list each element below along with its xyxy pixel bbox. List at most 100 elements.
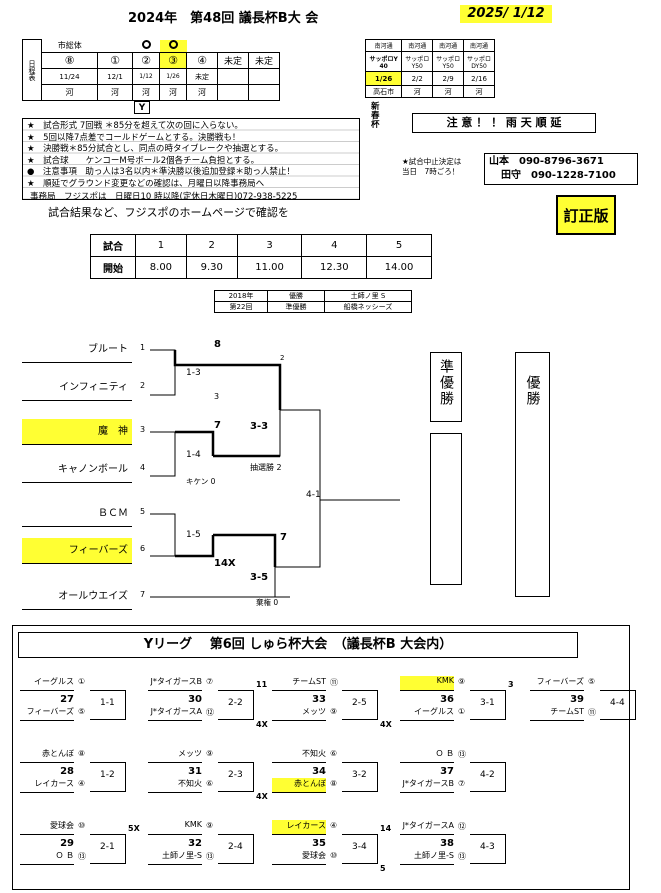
score-label: 7 bbox=[214, 420, 221, 431]
team-name: チームST bbox=[530, 706, 584, 721]
note-line: ★ 試合形式 7回戦 ＊85分を超えて次の回に入らない。 bbox=[27, 121, 243, 131]
yleague-game: 不知火 ⑥ 34 赤とんぼ ⑧ 3-2 bbox=[272, 748, 392, 806]
runner-up-slot bbox=[430, 433, 462, 585]
game-number: 37 bbox=[440, 766, 454, 777]
team-name: フィーバーズ bbox=[530, 676, 584, 691]
game-score-bottom: 4X bbox=[256, 720, 268, 729]
team-number: 5 bbox=[140, 507, 146, 516]
game-number: 33 bbox=[312, 694, 326, 705]
round-cell: ③ bbox=[159, 52, 187, 69]
game-bracket-line bbox=[90, 834, 126, 864]
venue-date: 1/26 bbox=[364, 71, 403, 86]
game-bracket-line bbox=[218, 762, 254, 792]
team-number: ④ bbox=[330, 821, 338, 830]
team-name: ブルート bbox=[22, 337, 132, 363]
runner-up-label: 準優勝 bbox=[438, 359, 454, 407]
bracket-lines bbox=[150, 349, 400, 598]
team-number: ⑨ bbox=[458, 677, 466, 686]
game-score-top: 14 bbox=[380, 824, 392, 833]
note-line: ★ 試合球 ケンコーM号ボール2個各チーム負担とする。 bbox=[27, 155, 260, 166]
winner-line bbox=[175, 535, 215, 558]
game-bracket-line bbox=[218, 834, 254, 864]
team-row: ＢＣＭ 5 bbox=[22, 501, 150, 527]
score-label: 2 bbox=[280, 354, 285, 362]
venue-sponsor-sub: DY50 bbox=[471, 62, 487, 70]
score-label: 14X bbox=[214, 558, 236, 569]
team-name: 不知火 bbox=[148, 778, 202, 793]
team-name: イーグルス bbox=[20, 676, 74, 691]
yleague-game: KMK ⑨ 32 土師ノ里-S ⑬ 2-4 bbox=[148, 820, 268, 878]
venue-sponsor-sub: Y50 bbox=[442, 62, 454, 70]
score-label: 抽選勝 2 bbox=[250, 463, 282, 472]
team-name: チームST bbox=[272, 676, 326, 691]
winner-line bbox=[213, 533, 277, 567]
game-number: 30 bbox=[188, 694, 202, 705]
yleague-game: フィーバーズ ⑤ 39 チームST ⑪ 4-4 bbox=[530, 676, 650, 734]
team-name: J*タイガースA bbox=[148, 706, 202, 721]
contact-line: 田守 090-1228-7100 bbox=[501, 170, 616, 181]
yleague-game: KMK ⑨ 36 イーグルス ① 3-1 3 bbox=[400, 676, 520, 734]
schedule-table: 日程表 市総体 ⑧ ① ② ③ ④ 未定 未定 11/24 12/1 1/12 … bbox=[22, 39, 280, 101]
start-time-table: 試合 1 2 3 4 5 開始 8.00 9.30 11.00 12.30 14… bbox=[90, 234, 432, 279]
team-number: ⑥ bbox=[206, 779, 214, 788]
team-name: J*タイガースA bbox=[400, 820, 454, 835]
score-label: 7 bbox=[280, 532, 287, 543]
team-name: インフィニティ bbox=[22, 375, 132, 401]
score-label: 3-5 bbox=[250, 572, 269, 583]
game-score-bottom: 4X bbox=[256, 792, 268, 801]
score-label: 3-3 bbox=[250, 421, 269, 432]
game-result: 2-2 bbox=[228, 698, 243, 708]
game-number: 36 bbox=[440, 694, 454, 705]
game-number: 31 bbox=[188, 766, 202, 777]
circle-mark bbox=[168, 40, 178, 50]
team-number: 7 bbox=[140, 590, 146, 599]
team-number: ④ bbox=[78, 779, 86, 788]
venue-sponsor-sub: Y50 bbox=[411, 62, 423, 70]
contact-note: 当日 7時ごろ！ bbox=[402, 167, 460, 176]
game-score-top: 5X bbox=[128, 824, 140, 833]
game-number: 32 bbox=[188, 838, 202, 849]
team-number: ⑫ bbox=[458, 822, 466, 831]
yleague-game: 赤とんぼ ⑧ 28 レイカース ④ 1-2 bbox=[20, 748, 140, 806]
team-name: オールウエイズ bbox=[22, 584, 132, 610]
game-number: 38 bbox=[440, 838, 454, 849]
team-number: 2 bbox=[140, 381, 146, 390]
venue-cell: 河 bbox=[432, 85, 465, 98]
notes-box: ★ 試合形式 7回戦 ＊85分を超えて次の回に入らない。 ★ 5回以降7点差でコ… bbox=[22, 118, 360, 200]
game-bracket-line bbox=[600, 690, 636, 720]
team-name: ＢＣＭ bbox=[22, 501, 132, 527]
yleague-game: レイカース ④ 35 愛球会 ⑩ 3-4 14 5 bbox=[272, 820, 392, 878]
past-runner-team: 船橋ネッシーズ bbox=[324, 301, 412, 313]
team-number: ⑫ bbox=[206, 708, 214, 717]
score-label: 1-3 bbox=[186, 368, 201, 378]
runner-up-box: 準優勝 bbox=[430, 352, 462, 422]
past-winners-table: 2018年 優勝 土師ノ里 S 第22回 準優勝 船橋ネッシーズ bbox=[214, 290, 412, 313]
team-number: ⑪ bbox=[588, 708, 596, 717]
game-number: 27 bbox=[60, 694, 74, 705]
game-result: 2-4 bbox=[228, 842, 243, 852]
team-name: メッツ bbox=[148, 748, 202, 763]
game-result: 3-2 bbox=[352, 770, 367, 780]
circle-mark bbox=[141, 40, 151, 50]
score-label: キケン 0 bbox=[186, 477, 216, 486]
team-number: ⑧ bbox=[78, 749, 86, 758]
game-result: 4-3 bbox=[480, 842, 495, 852]
team-name: 愛球会 bbox=[272, 850, 326, 865]
game-bracket-line bbox=[470, 690, 506, 720]
team-row: インフィニティ 2 bbox=[22, 375, 150, 401]
team-number: 3 bbox=[140, 425, 146, 434]
game-number: 29 bbox=[60, 838, 74, 849]
winner-line bbox=[213, 363, 282, 410]
game-result: 4-2 bbox=[480, 770, 495, 780]
team-name: 土師ノ里-S bbox=[148, 850, 202, 865]
bracket-line bbox=[150, 431, 176, 477]
team-number: ⑥ bbox=[330, 749, 338, 758]
game-result: 3-4 bbox=[352, 842, 367, 852]
date-badge: 2025/ 1/12 bbox=[460, 5, 552, 23]
game-score-bottom: 4X bbox=[380, 720, 392, 729]
team-name: 土師ノ里-S bbox=[400, 850, 454, 865]
team-name: キャノンボール bbox=[22, 457, 132, 483]
team-number: ⑬ bbox=[206, 852, 214, 861]
times-cell: 9.30 bbox=[185, 256, 238, 279]
